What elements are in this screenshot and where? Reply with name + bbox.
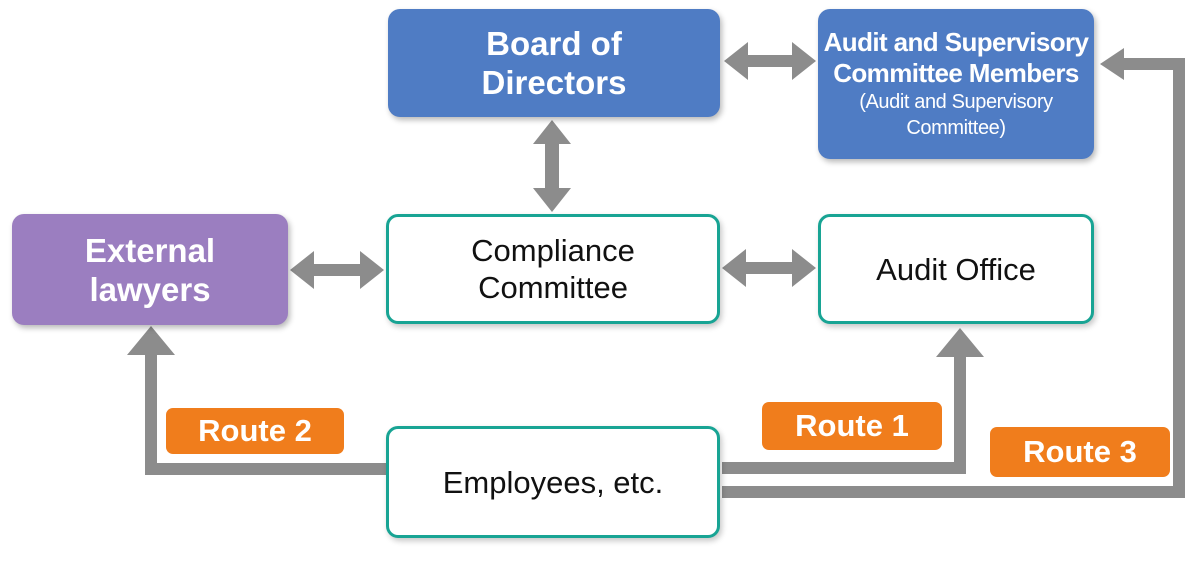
route1-path	[722, 328, 984, 474]
audit-committee-line1: Audit and Supervisory	[823, 27, 1089, 57]
external-label-line2: lawyers	[89, 270, 211, 308]
compliance-label-line1: Compliance	[471, 233, 635, 268]
arrow-external-compliance	[290, 251, 384, 289]
audit-supervisory-committee-box: Audit and Supervisory Committee Members …	[818, 9, 1094, 159]
arrow-compliance-audit-office	[722, 249, 816, 287]
board-of-directors-box: Board of Directors	[388, 9, 720, 117]
audit-office-box: Audit Office	[818, 214, 1094, 324]
arrow-board-audit-committee	[724, 42, 816, 80]
employees-label: Employees, etc.	[442, 464, 664, 500]
route2-badge: Route 2	[166, 408, 344, 454]
compliance-label-line2: Committee	[478, 270, 628, 305]
audit-committee-line3: (Audit and Supervisory	[859, 91, 1053, 113]
compliance-committee-box: Compliance Committee	[386, 214, 720, 324]
route3-badge: Route 3	[990, 427, 1170, 477]
route1-badge: Route 1	[762, 402, 942, 450]
board-label-line1: Board of	[486, 25, 622, 62]
board-label-line2: Directors	[481, 64, 627, 101]
route2-path	[127, 326, 388, 475]
employees-box: Employees, etc.	[386, 426, 720, 538]
external-label-line1: External	[84, 231, 216, 269]
audit-office-label: Audit Office	[876, 251, 1036, 287]
arrow-board-compliance	[533, 120, 571, 212]
audit-committee-line2: Committee Members	[833, 58, 1079, 88]
external-lawyers-box: External lawyers	[12, 214, 288, 325]
audit-committee-line4: Committee)	[906, 117, 1006, 139]
